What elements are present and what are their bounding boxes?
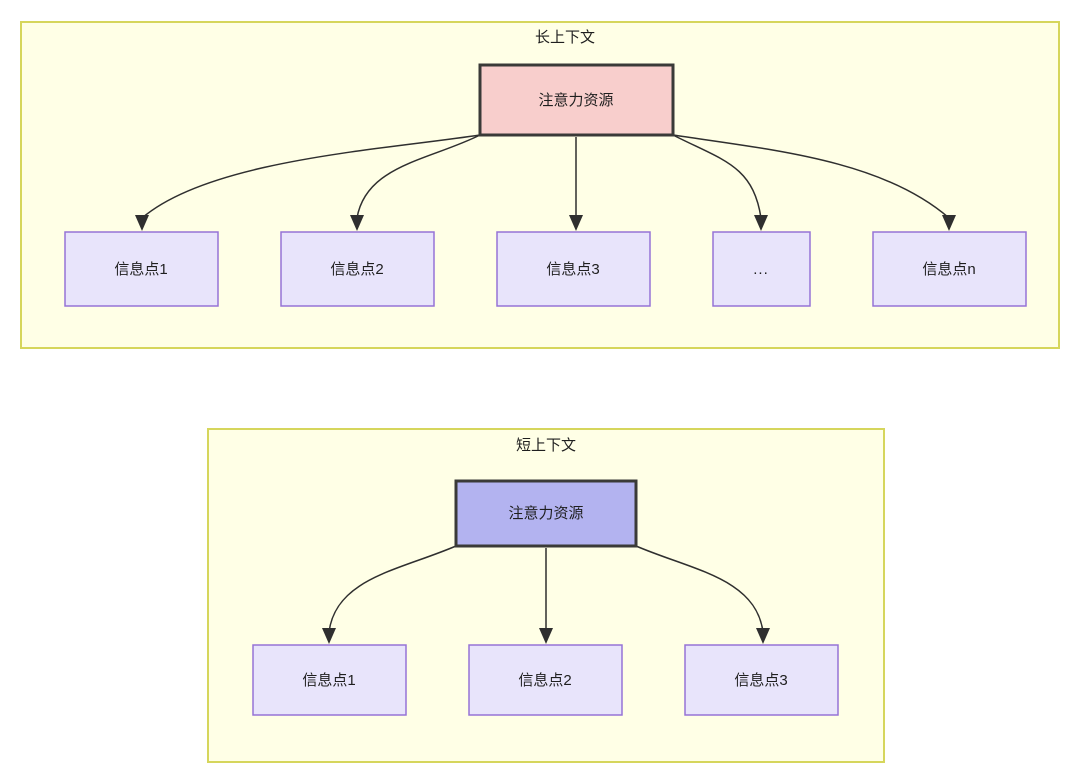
node-attention-resource-long[interactable]: 注意力资源 <box>478 63 675 137</box>
panel-long-context: 长上下文 注意力资源 信息点1 <box>20 21 1060 349</box>
arrow-head-info-2 <box>350 215 364 231</box>
node-info-point-3-short-label: 信息点3 <box>734 672 787 689</box>
node-info-point-3-long[interactable]: 信息点3 <box>496 231 651 307</box>
node-info-point-2-short-rect[interactable] <box>468 644 623 716</box>
arrow-head-info-3 <box>569 215 583 231</box>
panel-short-context: 短上下文 注意力资源 信息点1 信息点2 <box>207 428 885 763</box>
panel-long-context-title: 长上下文 <box>535 29 595 46</box>
arrow-head-info-1 <box>135 215 149 231</box>
node-attention-resource-short[interactable]: 注意力资源 <box>454 479 638 548</box>
node-info-point-3-short-rect[interactable] <box>684 644 839 716</box>
node-attention-resource-long-rect[interactable] <box>478 63 675 137</box>
panel-short-context-title: 短上下文 <box>516 437 576 454</box>
node-info-point-2-long-label: 信息点2 <box>330 261 383 278</box>
node-info-point-n-long[interactable]: 信息点n <box>872 231 1027 307</box>
edge-root-to-info-n <box>672 134 950 219</box>
edge-group-long-context <box>135 134 956 231</box>
node-info-point-n-long-rect[interactable] <box>872 231 1027 307</box>
node-info-point-1-short-rect[interactable] <box>252 644 407 716</box>
node-attention-resource-long-label: 注意力资源 <box>538 91 613 109</box>
arrow-head-info-ellipsis <box>754 215 768 231</box>
edge-group-short-context <box>322 545 770 644</box>
arrow-head-info-3-short <box>756 628 770 644</box>
node-info-point-1-long-label: 信息点1 <box>114 261 167 278</box>
node-info-point-ellipsis-long-label: ... <box>753 261 769 278</box>
node-info-point-2-short-label: 信息点2 <box>518 672 571 689</box>
node-info-point-2-long[interactable]: 信息点2 <box>280 231 435 307</box>
node-info-point-3-long-rect[interactable] <box>496 231 651 307</box>
edge-root-to-info-3-short <box>635 545 764 633</box>
node-info-point-3-long-label: 信息点3 <box>546 261 599 278</box>
arrow-head-info-1-short <box>322 628 336 644</box>
node-attention-resource-short-label: 注意力资源 <box>508 504 583 522</box>
edge-root-to-info-2 <box>356 134 481 219</box>
node-info-point-1-short-label: 信息点1 <box>302 672 355 689</box>
node-attention-resource-short-rect[interactable] <box>454 479 638 548</box>
edge-root-to-info-ellipsis <box>672 134 762 219</box>
node-info-point-1-short[interactable]: 信息点1 <box>252 644 407 716</box>
node-info-point-n-long-label: 信息点n <box>922 261 975 278</box>
edge-root-to-info-1-short <box>328 545 457 633</box>
node-info-point-2-short[interactable]: 信息点2 <box>468 644 623 716</box>
node-info-point-ellipsis-long[interactable]: ... <box>712 231 811 307</box>
node-info-point-1-long[interactable]: 信息点1 <box>64 231 219 307</box>
node-info-point-ellipsis-long-rect[interactable] <box>712 231 811 307</box>
node-info-point-3-short[interactable]: 信息点3 <box>684 644 839 716</box>
node-info-point-2-long-rect[interactable] <box>280 231 435 307</box>
arrow-head-info-n <box>942 215 956 231</box>
edge-root-to-info-1 <box>141 134 481 219</box>
arrow-head-info-2-short <box>539 628 553 644</box>
node-info-point-1-long-rect[interactable] <box>64 231 219 307</box>
